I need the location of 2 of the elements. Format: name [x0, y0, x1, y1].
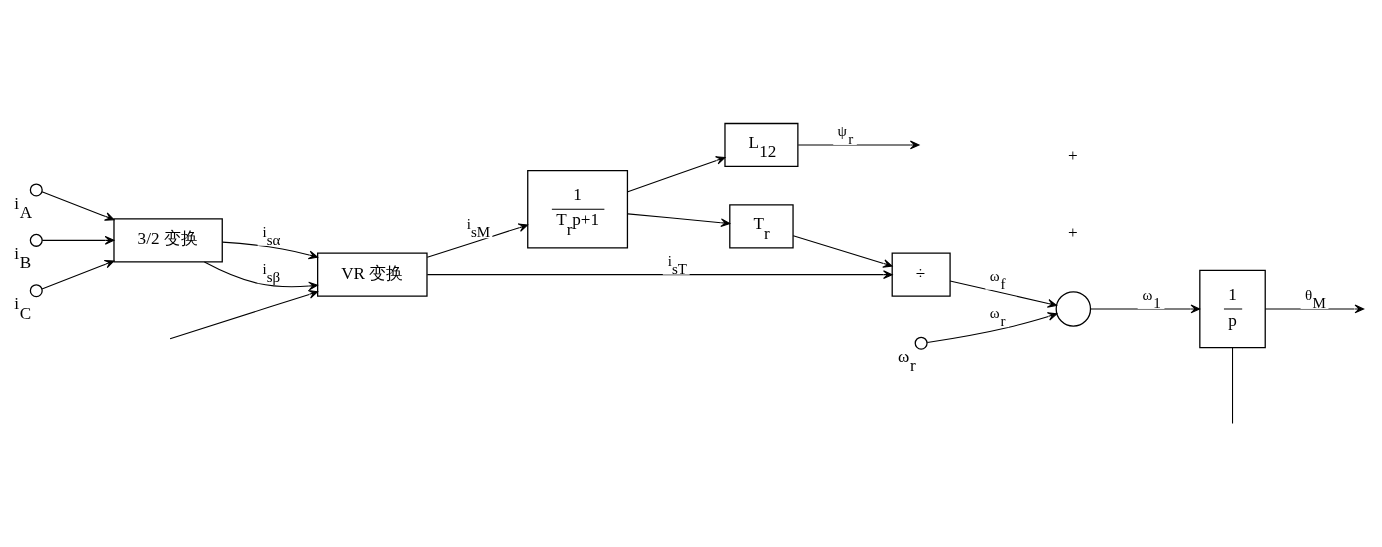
- label: +: [1067, 145, 1078, 165]
- label: +: [1067, 222, 1078, 242]
